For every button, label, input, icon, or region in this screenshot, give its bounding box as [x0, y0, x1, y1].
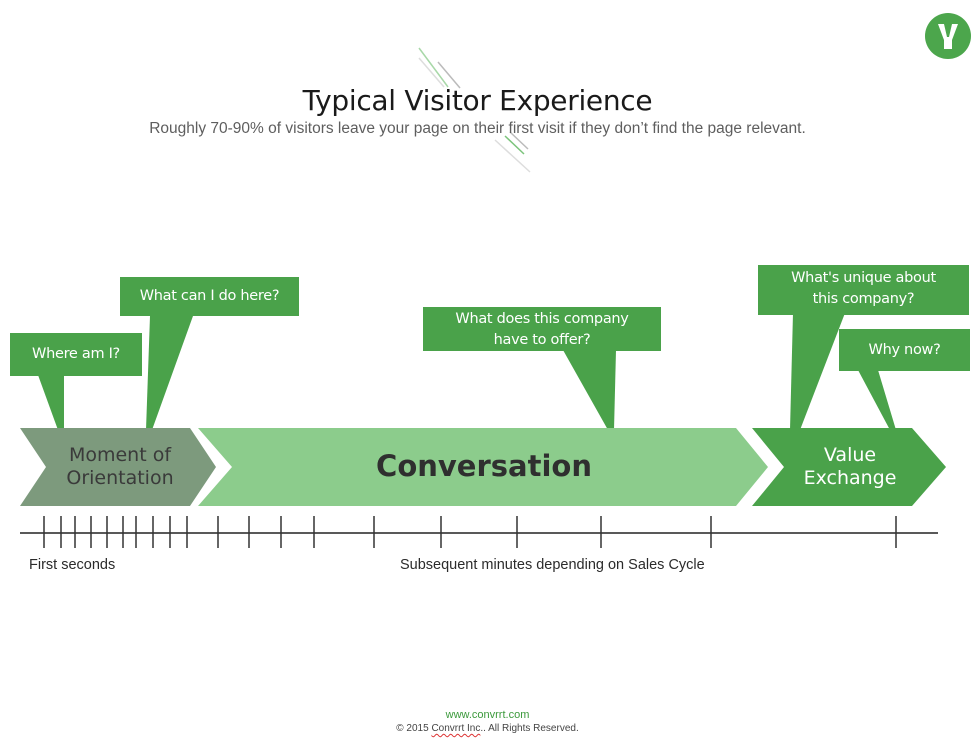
callout-whats-unique: What's unique about this company? [758, 268, 969, 310]
callout-tail-whats-unique [790, 313, 845, 430]
timeline-ticks [43, 516, 897, 548]
callout-text: What can I do here? [139, 288, 280, 304]
callout-text-line2: this company? [812, 291, 915, 307]
callout-what-can-i-do: What can I do here? [120, 286, 299, 307]
footer-copyright: © 2015 Convrrt Inc.. All Rights Reserved… [0, 723, 975, 734]
callout-why-now: Why now? [839, 340, 970, 361]
callout-box-why-now [839, 329, 970, 371]
stage-chevron-conversation [198, 428, 768, 506]
footer-url[interactable]: www.convrrt.com [445, 709, 530, 721]
page-subtitle: Roughly 70-90% of visitors leave your pa… [149, 120, 806, 137]
stage-label-orientation: Moment of Orientation [40, 444, 200, 490]
stage-label-line1: Moment of [68, 444, 172, 466]
stage-chevron-value-exchange [752, 428, 946, 506]
callout-text: Where am I? [32, 346, 120, 362]
stage-label-line1: Value [823, 444, 877, 466]
callout-where-am-i: Where am I? [10, 344, 142, 365]
convrrt-logo-icon [925, 13, 971, 59]
page-title: Typical Visitor Experience [302, 84, 653, 117]
stage-label-conversation: Conversation [232, 449, 736, 483]
callout-what-does-company-offer: What does this company have to offer? [423, 309, 661, 351]
callout-tail-why-now [858, 370, 896, 430]
stage-chevron-orientation [20, 428, 216, 506]
stage-label-line2: Orientation [66, 467, 174, 489]
callout-box-whats-unique [758, 265, 969, 315]
callout-box-what-does-company-offer [423, 307, 661, 351]
callout-text-line2: have to offer? [493, 332, 591, 348]
callout-tail-where-am-i [38, 375, 64, 430]
timeline-label-first-seconds: First seconds [29, 557, 116, 573]
callout-box-what-can-i-do [120, 277, 299, 316]
callout-box-where-am-i [10, 333, 142, 376]
copyright-suffix: .. All Rights Reserved. [480, 723, 579, 734]
stage-label-line2: Exchange [803, 467, 897, 489]
callout-tail-what-can-i-do [146, 316, 193, 430]
callout-text-line1: What's unique about [791, 270, 936, 286]
stage-label-line1: Conversation [376, 449, 592, 483]
callout-text-line1: What does this company [455, 311, 629, 327]
copyright-company: Convrrt Inc [431, 723, 481, 734]
copyright-prefix: © 2015 [396, 723, 432, 734]
stage-label-value-exchange: Value Exchange [770, 444, 930, 490]
callout-text: Why now? [868, 342, 941, 358]
timeline-label-subsequent-minutes: Subsequent minutes depending on Sales Cy… [400, 557, 705, 573]
callout-tail-what-does-company-offer [563, 350, 616, 430]
